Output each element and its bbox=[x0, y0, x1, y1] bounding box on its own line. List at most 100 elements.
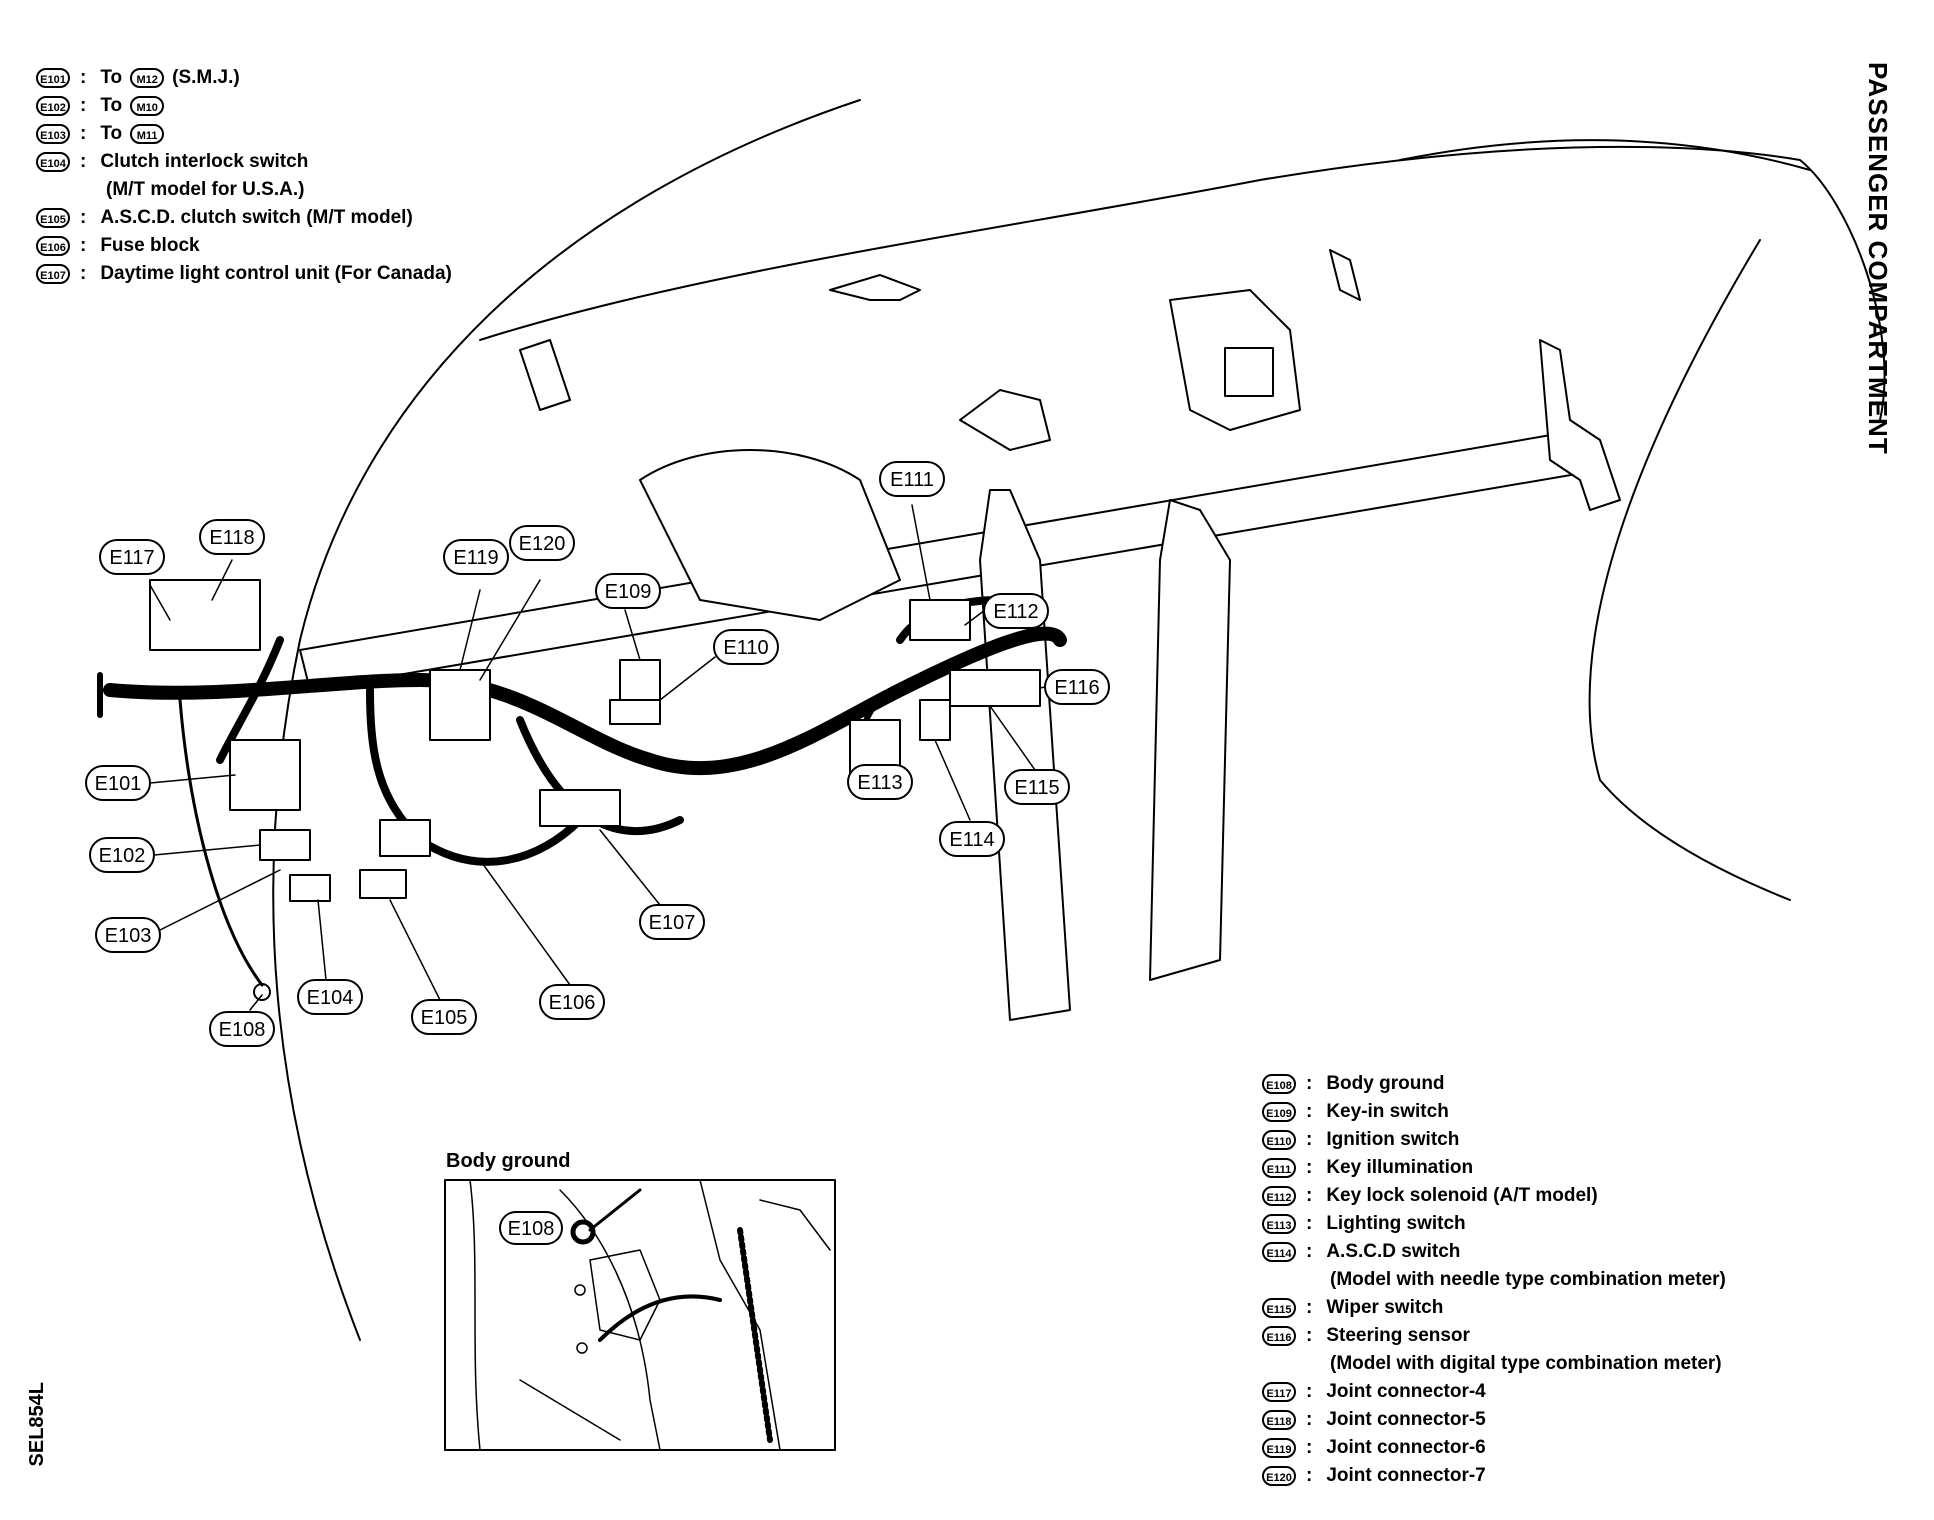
legend-code-e117: E117 bbox=[1262, 1382, 1296, 1402]
callout-e112: E112 bbox=[983, 593, 1049, 629]
callout-e113-label: E113 bbox=[857, 772, 902, 794]
inset-body-ground: E108 bbox=[444, 1179, 836, 1451]
callout-e104-label: E104 bbox=[307, 987, 354, 1009]
callout-e110-label: E110 bbox=[723, 637, 768, 659]
harness-branch-1 bbox=[216, 636, 284, 764]
callout-e101-label: E101 bbox=[95, 773, 142, 795]
legend-row-e102: E102 : To M10 bbox=[36, 92, 452, 120]
instrument-window bbox=[1224, 347, 1274, 397]
vent-bracket-2 bbox=[829, 274, 921, 301]
callout-e118-label: E118 bbox=[209, 527, 254, 549]
callout-e109: E109 bbox=[595, 573, 661, 609]
callout-e106: E106 bbox=[539, 984, 605, 1020]
page-title: PASSENGER COMPARTMENT bbox=[1863, 62, 1893, 455]
connector-e106 bbox=[379, 819, 431, 857]
legend-row-e106: E106 : Fuse block bbox=[36, 232, 452, 260]
callout-e109-label: E109 bbox=[605, 581, 652, 603]
legend-text-e107: Daytime light control unit (For Canada) bbox=[100, 263, 452, 284]
legend-row-e103: E103 : To M11 bbox=[36, 120, 452, 148]
connector-e109 bbox=[619, 659, 661, 701]
legend-text-e117: Joint connector-4 bbox=[1326, 1381, 1486, 1402]
legend-text-e101: To bbox=[100, 67, 123, 88]
legend-row-e104: E104 : Clutch interlock switch bbox=[36, 148, 452, 176]
dash-top-outline bbox=[479, 145, 1886, 421]
callout-e106-label: E106 bbox=[549, 992, 596, 1014]
legend-text-e120: Joint connector-7 bbox=[1326, 1465, 1486, 1486]
legend-code-e104: E104 bbox=[36, 152, 70, 172]
callout-e114: E114 bbox=[939, 821, 1005, 857]
legend-code-e103: E103 bbox=[36, 124, 70, 144]
callout-e105-label: E105 bbox=[421, 1007, 468, 1029]
legend-text-e118: Joint connector-5 bbox=[1326, 1409, 1486, 1430]
legend-code-e111: E111 bbox=[1262, 1158, 1296, 1178]
legend-text-e103: To bbox=[100, 123, 123, 144]
callout-e115-label: E115 bbox=[1014, 777, 1059, 799]
legend-suffix-e101: (S.M.J.) bbox=[172, 67, 240, 88]
connector-e102 bbox=[259, 829, 311, 861]
harness-trunk bbox=[103, 626, 1067, 776]
connector-e104 bbox=[289, 874, 331, 902]
connector-e107 bbox=[539, 789, 621, 827]
dash-outer-outline bbox=[1588, 239, 1791, 901]
callout-e103: E103 bbox=[95, 917, 161, 953]
legend-ref-m12: M12 bbox=[130, 68, 165, 88]
legend-ref-m10: M10 bbox=[130, 96, 165, 116]
legend-top: E101 : To M12 (S.M.J.) E102 : To M10 E10… bbox=[36, 64, 452, 288]
connector-e111-e112 bbox=[909, 599, 971, 641]
callout-e119-label: E119 bbox=[453, 547, 498, 569]
legend-text-e102: To bbox=[100, 95, 123, 116]
legend-code-e116: E116 bbox=[1262, 1326, 1296, 1346]
legend-row-e101: E101 : To M12 (S.M.J.) bbox=[36, 64, 452, 92]
legend-code-e107: E107 bbox=[36, 264, 70, 284]
callout-e105: E105 bbox=[411, 999, 477, 1035]
right-bracket bbox=[1539, 339, 1621, 511]
fuse-block bbox=[229, 739, 301, 811]
center-bracket bbox=[959, 389, 1051, 451]
legend-text-e109: Key-in switch bbox=[1326, 1101, 1449, 1122]
legend-code-e110: E110 bbox=[1262, 1130, 1296, 1150]
connector-e114 bbox=[919, 699, 951, 741]
legend-text-e104: Clutch interlock switch bbox=[100, 151, 309, 172]
legend-code-e108: E108 bbox=[1262, 1074, 1296, 1094]
windshield-outline bbox=[272, 99, 861, 1341]
legend-text-e108: Body ground bbox=[1326, 1073, 1445, 1094]
legend-ref-m11: M11 bbox=[130, 124, 165, 144]
callout-e108: E108 bbox=[209, 1011, 275, 1047]
legend-code-e102: E102 bbox=[36, 96, 70, 116]
inset-callout-e108-label: E108 bbox=[508, 1218, 555, 1240]
legend-text-e104-line2: (M/T model for U.S.A.) bbox=[106, 179, 305, 200]
legend-code-e114: E114 bbox=[1262, 1242, 1296, 1262]
column-brace-mid bbox=[1149, 499, 1231, 981]
vent-bracket-3 bbox=[1329, 249, 1361, 301]
callout-e117-label: E117 bbox=[109, 547, 154, 569]
legend-code-e105: E105 bbox=[36, 208, 70, 228]
callout-e104: E104 bbox=[297, 979, 363, 1015]
legend-text-e114: A.S.C.D switch bbox=[1326, 1241, 1461, 1262]
callout-e110: E110 bbox=[713, 629, 779, 665]
connector-e115-e116 bbox=[949, 669, 1041, 707]
callout-e111: E111 bbox=[879, 461, 945, 497]
inset-title: Body ground bbox=[446, 1150, 571, 1172]
legend-row-e105: E105 : A.S.C.D. clutch switch (M/T model… bbox=[36, 204, 452, 232]
callout-e101: E101 bbox=[85, 765, 151, 801]
connector-e105 bbox=[359, 869, 407, 899]
legend-code-e113: E113 bbox=[1262, 1214, 1296, 1234]
connector-e119-e120 bbox=[429, 669, 491, 741]
legend-code-e112: E112 bbox=[1262, 1186, 1296, 1206]
connector-e110 bbox=[609, 699, 661, 725]
legend-row-e107: E107 : Daytime light control unit (For C… bbox=[36, 260, 452, 288]
callout-leaders bbox=[149, 504, 1046, 1011]
callout-e107-label: E107 bbox=[649, 912, 696, 934]
callout-e107: E107 bbox=[639, 904, 705, 940]
callout-e116-label: E116 bbox=[1054, 677, 1099, 699]
legend-text-e112: Key lock solenoid (A/T model) bbox=[1326, 1185, 1598, 1206]
legend-text-e119: Joint connector-6 bbox=[1326, 1437, 1486, 1458]
callout-e108-label: E108 bbox=[219, 1019, 266, 1041]
callout-e102: E102 bbox=[89, 837, 155, 873]
callout-e103-label: E103 bbox=[105, 925, 152, 947]
callout-e112-label: E112 bbox=[993, 601, 1038, 623]
callout-e113: E113 bbox=[847, 764, 913, 800]
legend-text-e114-line2: (Model with needle type combination mete… bbox=[1330, 1269, 1726, 1290]
legend-code-e119: E119 bbox=[1262, 1438, 1296, 1458]
